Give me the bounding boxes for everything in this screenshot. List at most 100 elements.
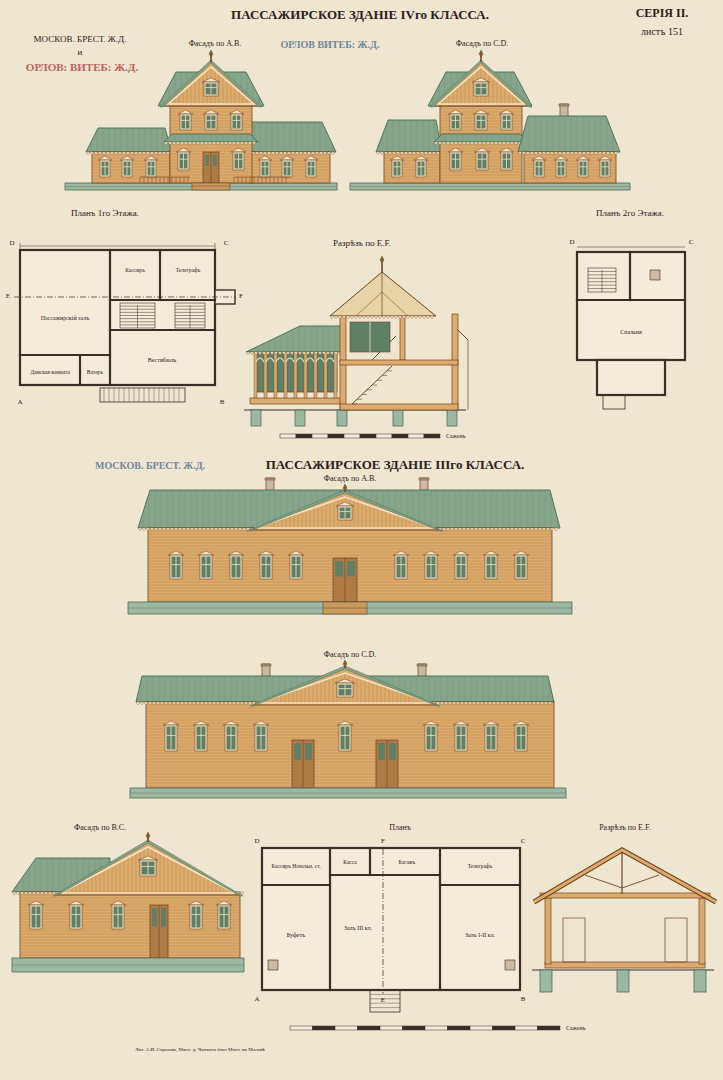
gable-board (354, 499, 355, 529)
veranda-arch (326, 358, 334, 362)
window-transom (487, 735, 496, 736)
window-mullion (36, 907, 37, 928)
roof-seam (257, 326, 258, 352)
roof-seam (483, 676, 484, 702)
eave-fringe (144, 702, 148, 705)
window-transom (220, 914, 229, 915)
roof-seam (163, 128, 164, 152)
eave-fringe (354, 316, 358, 319)
roof-seam (255, 676, 256, 702)
eave-fringe (394, 316, 398, 319)
gable-board (128, 857, 129, 894)
gable-board (235, 87, 236, 105)
eave-fringe (470, 528, 474, 531)
eave-fringe (350, 316, 354, 319)
window-glass (339, 685, 352, 696)
window-frame (233, 152, 244, 170)
window-glass (233, 116, 241, 129)
gable-board (203, 72, 204, 105)
railing (168, 177, 169, 183)
window-mullion (171, 727, 172, 750)
eave-fringe (214, 528, 218, 531)
window-transom (197, 735, 206, 736)
eave-fringe (406, 316, 410, 319)
eave-fringe (446, 142, 450, 145)
room-name: Залъ III кл. (343, 925, 373, 932)
eave-fringe (450, 142, 454, 145)
room-name: Телеграфъ (467, 863, 494, 869)
window-transom (292, 564, 301, 565)
eave-fringe (248, 702, 252, 705)
stair-tread (387, 370, 392, 371)
gable-board (314, 507, 315, 529)
roof-seam (143, 490, 144, 528)
log-line (251, 179, 330, 180)
roof-seam (479, 490, 480, 528)
eave-fringe (188, 702, 192, 705)
eave-fringe (294, 352, 298, 355)
eave-fringe (166, 152, 170, 155)
railing (246, 177, 247, 183)
gable-board (489, 72, 490, 105)
log-line (147, 765, 554, 766)
window-frame (100, 160, 110, 177)
eave-fringe (478, 142, 482, 145)
railing (160, 177, 161, 183)
gable-board (92, 877, 93, 894)
window-glass (517, 727, 526, 750)
tie-beam (540, 893, 710, 898)
railing (152, 177, 153, 183)
spire-finial (146, 832, 150, 839)
axis-letter: A (17, 399, 22, 407)
window-mullion (461, 727, 462, 750)
window-frame (556, 160, 566, 177)
eave-fringe (331, 152, 335, 155)
porch-baluster (134, 388, 135, 402)
green-roof (243, 122, 336, 152)
axis-letter: D (254, 838, 259, 846)
log-line (385, 182, 440, 183)
roof-seam (551, 490, 552, 528)
window-glass (394, 162, 401, 176)
window-frame (195, 725, 207, 751)
railing (148, 177, 149, 183)
railing (266, 177, 267, 183)
door-split (211, 152, 212, 183)
plan-wall (629, 252, 631, 300)
window-glass (292, 557, 301, 578)
gable-eave (247, 490, 443, 531)
room-name: Буфетъ (286, 932, 306, 939)
roof-seam (185, 490, 186, 528)
roof-seam (493, 134, 494, 142)
porch-baluster (114, 388, 115, 402)
eave-fringe (554, 528, 558, 531)
view-heading: Разрѣзъ по E.F. (333, 239, 391, 249)
gable (253, 668, 437, 705)
window-mullion (76, 907, 77, 928)
log-line (147, 708, 554, 709)
log-line (21, 955, 240, 956)
log-wall (384, 152, 440, 183)
gable-board (60, 894, 61, 896)
window-mullion (261, 727, 262, 750)
log-line (21, 904, 240, 905)
window-glass (580, 162, 587, 176)
gable-eave (160, 60, 262, 107)
eave-fringe (490, 528, 494, 531)
scale-bar (392, 434, 408, 438)
section-wall (699, 898, 705, 964)
roof-seam (161, 490, 162, 528)
gable-board (362, 502, 363, 529)
roof-seam (175, 134, 176, 142)
porch-baluster (154, 388, 155, 402)
room-name: Кассиръ Начальн. ст. (270, 863, 321, 869)
foundation-pier (447, 410, 457, 426)
window-mullion (506, 154, 507, 169)
gable-trim (258, 673, 432, 703)
window-transom (503, 159, 511, 160)
eave-fringe (130, 152, 134, 155)
scale-bar (376, 434, 392, 438)
eave-fringe (323, 152, 327, 155)
balcony (603, 395, 625, 409)
window-transom (172, 564, 181, 565)
